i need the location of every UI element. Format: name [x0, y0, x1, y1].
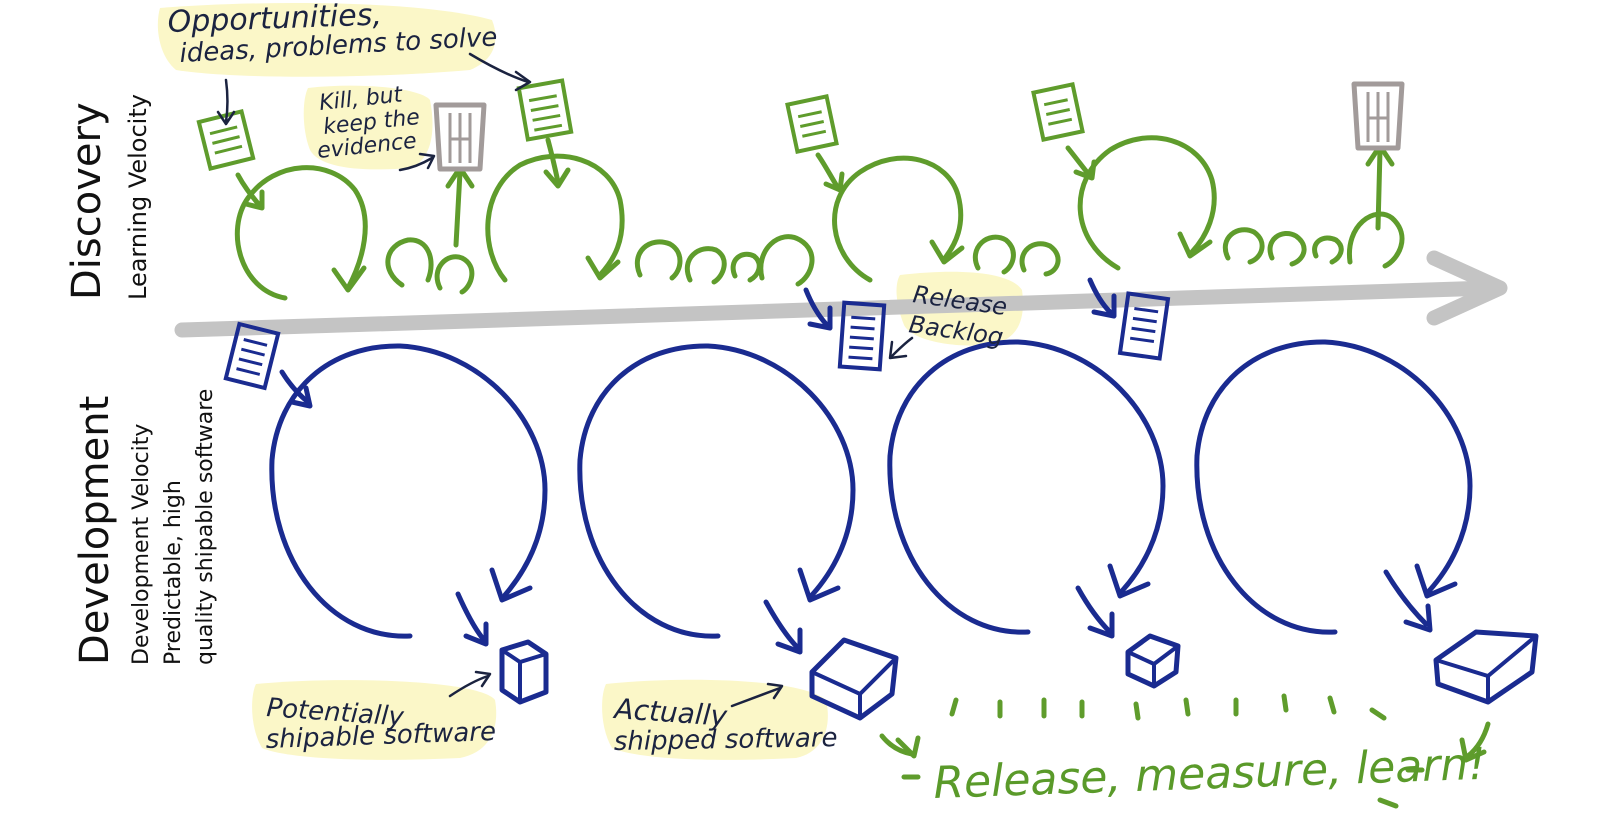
- backlog-card-icon: [1117, 291, 1171, 361]
- software-box-icon: [1125, 633, 1181, 689]
- section-titles: Discovery Learning Velocity Development …: [64, 94, 218, 665]
- release-dashes: [879, 693, 1491, 809]
- development-line3: quality shipable software: [193, 389, 218, 665]
- annotation-arrows: [216, 52, 914, 708]
- trash-can-icon: [433, 102, 487, 172]
- software-box-icon: [1433, 629, 1539, 705]
- release-measure-learn: Release, measure, learn!: [933, 739, 1487, 809]
- trash-can-icon: [1351, 81, 1405, 151]
- software-box-icon: [499, 639, 549, 705]
- discovery-subtitle: Learning Velocity: [124, 94, 152, 300]
- discovery-title: Discovery: [64, 102, 110, 300]
- development-line1: Development Velocity: [129, 424, 154, 665]
- timeline-arrow: [174, 250, 1508, 338]
- highlights: [157, 3, 1023, 760]
- backlog-card-icon: [1031, 81, 1085, 143]
- backlog-card-icon: [837, 300, 887, 372]
- backlog-card-icon: [785, 93, 839, 155]
- software-box-icon: [809, 637, 899, 721]
- development-title: Development: [72, 396, 118, 665]
- backlog-card-icon: [516, 78, 574, 142]
- backlog-card-icon: [223, 321, 281, 391]
- actually-note-line1: Actually: [612, 692, 729, 733]
- opportunities-note-line1: Opportunities,: [167, 0, 382, 40]
- actually-note-line2: shipped software: [614, 723, 838, 757]
- development-line2: Predictable, high: [161, 480, 186, 665]
- development-loops: [269, 277, 1473, 655]
